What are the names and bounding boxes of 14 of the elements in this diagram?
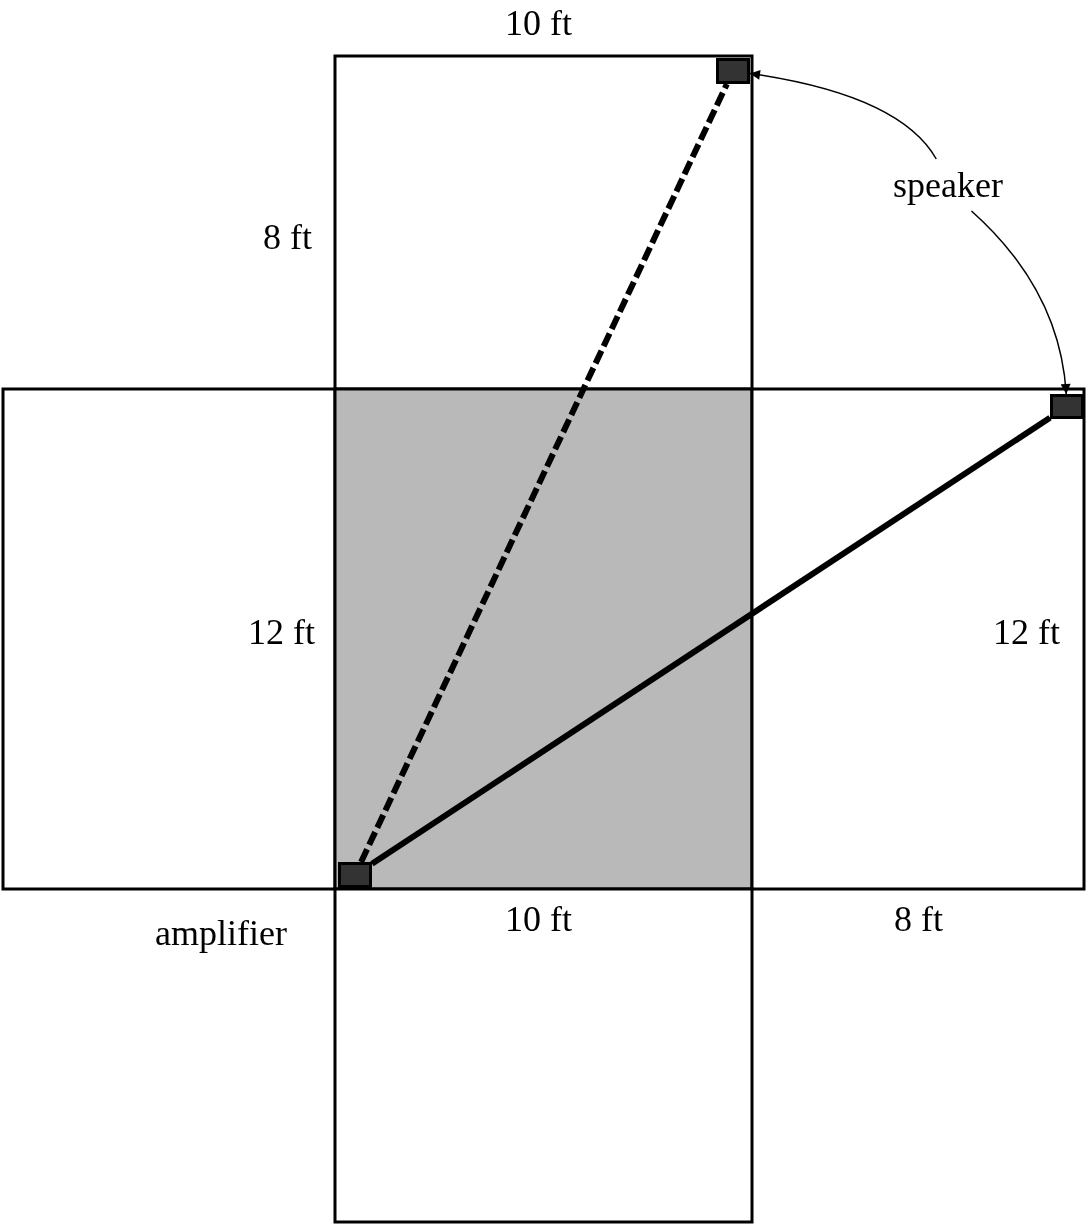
dimension-label: 8 ft bbox=[894, 900, 943, 940]
connector-line bbox=[358, 82, 730, 864]
dimension-label: 10 ft bbox=[505, 900, 572, 940]
arrow bbox=[970, 210, 1071, 395]
part-label: amplifier bbox=[155, 914, 287, 954]
dimension-label: 12 ft bbox=[993, 613, 1060, 653]
dimension-label: 8 ft bbox=[263, 218, 312, 258]
amplifier-box bbox=[338, 862, 372, 888]
dimension-label: 10 ft bbox=[505, 4, 572, 44]
dimension-label: 12 ft bbox=[248, 613, 315, 653]
callout-label: speaker bbox=[883, 163, 1013, 207]
connector-line bbox=[370, 415, 1052, 867]
speaker-box bbox=[716, 58, 750, 84]
speaker-box bbox=[1050, 394, 1084, 419]
